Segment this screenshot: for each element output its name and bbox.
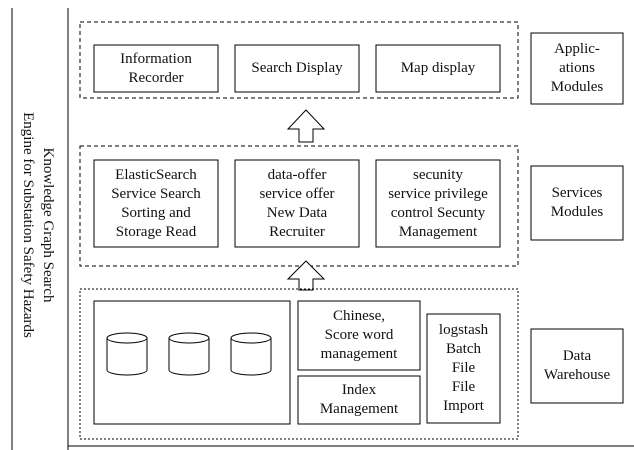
data-offer-service-label: data-offer service offer New Data Recrui… [259,166,335,240]
applications-modules-box [530,32,624,105]
services-layer-frame [79,145,519,267]
elasticsearch-service-box [93,159,219,248]
logstash-import-label: logstash Batch File File Import [438,322,489,414]
applications-layer-frame [79,21,519,99]
database-icon-3 [230,332,272,376]
warehouse-layer-frame [79,288,519,440]
applications-modules-label: Applic- ations Modules [550,41,604,95]
index-management-label: Index Management [319,382,399,417]
chinese-score-word-label: Chinese, Score word management [320,308,398,362]
logstash-import-box [426,313,501,424]
up-arrow-icon-1 [286,109,326,143]
sidebar-title: Knowledge Graph Search Engine for Substa… [20,112,56,338]
information-recorder-label: Information Recorder [120,50,192,86]
index-management-box [297,375,421,425]
search-display-box [234,44,360,93]
search-display-label: Search Display [251,60,343,76]
information-recorder-box [93,44,219,93]
database-icon-2 [168,332,210,376]
security-service-label: secunity service privilege control Secun… [388,166,488,240]
services-modules-box [530,165,624,241]
data-offer-service-box [234,159,360,248]
up-arrow-icon-2 [286,260,326,291]
chinese-score-word-box [297,300,421,371]
map-display-label: Map display [400,60,476,76]
database-icon-1 [106,332,148,376]
data-warehouse-label: Data Warehouse [543,348,611,383]
map-display-box [375,44,501,93]
security-service-box [375,159,501,248]
elasticsearch-service-label: ElasticSearch Service Search Sorting and… [111,166,201,240]
services-modules-label: Services Modules [550,185,604,220]
data-warehouse-box [530,328,624,404]
